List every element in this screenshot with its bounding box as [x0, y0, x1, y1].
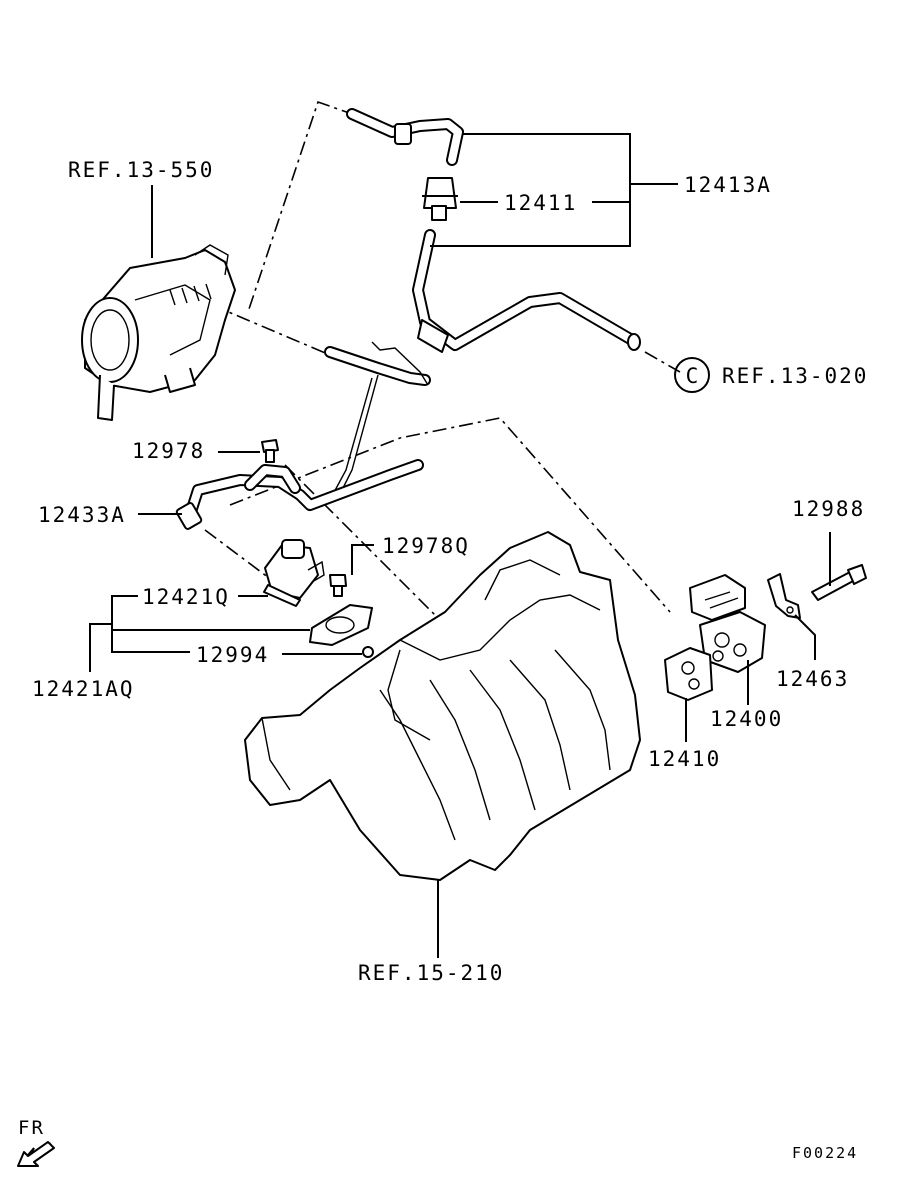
- label-12410: 12410: [648, 747, 721, 771]
- gasket-12994: [309, 604, 374, 658]
- vacuum-pipe-assembly: [175, 341, 431, 530]
- label-fr: FR: [18, 1117, 45, 1139]
- reference-circle-c: [674, 357, 710, 393]
- throttle-body: [81, 244, 236, 421]
- circle-c-letter: C: [686, 364, 699, 388]
- label-12421AQ: 12421AQ: [32, 677, 135, 701]
- upper-hose-assembly: [346, 108, 641, 353]
- front-direction-arrow-icon: [17, 1141, 55, 1167]
- bracket-12463: [767, 573, 801, 619]
- label-ref-13-550: REF.13-550: [68, 158, 214, 182]
- labels: REF.13-550 12413A 12411 REF.13-020 12978…: [18, 158, 868, 1162]
- solenoid-valve-12421Q: [263, 539, 325, 607]
- label-12994: 12994: [196, 643, 269, 667]
- label-12978Q: 12978Q: [382, 534, 470, 558]
- label-12433A: 12433A: [38, 503, 126, 527]
- bolt-12978Q: [329, 574, 347, 597]
- bolt-12988: [811, 564, 867, 601]
- figure-code: F00224: [792, 1144, 858, 1162]
- label-12978: 12978: [132, 439, 205, 463]
- intake-manifold: [244, 531, 641, 881]
- label-12421Q: 12421Q: [142, 585, 230, 609]
- leader-lines: [89, 133, 831, 958]
- label-12411: 12411: [504, 191, 577, 215]
- gasket-12410: [664, 647, 713, 701]
- label-12463: 12463: [776, 667, 849, 691]
- label-12413A: 12413A: [684, 173, 772, 197]
- label-ref-13-020: REF.13-020: [722, 364, 868, 388]
- label-12400: 12400: [710, 707, 783, 731]
- bolt-12978: [261, 439, 279, 463]
- label-12988: 12988: [792, 497, 865, 521]
- label-ref-15-210: REF.15-210: [358, 961, 504, 985]
